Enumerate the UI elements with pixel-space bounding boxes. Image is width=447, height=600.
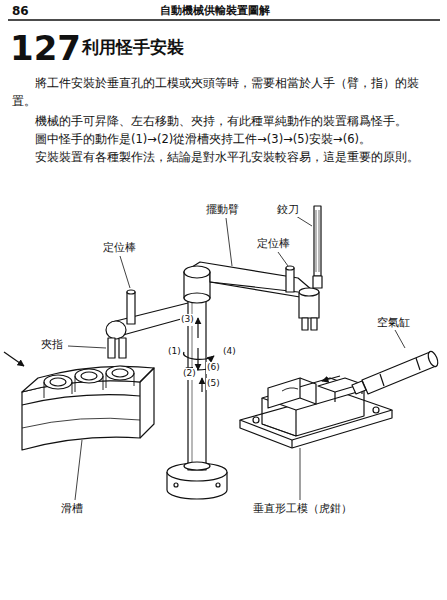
part-label: 垂直形工模（虎鉗） (252, 502, 353, 516)
callout-number: (4) (222, 346, 237, 358)
swing-arm (184, 262, 319, 330)
body-text: 圖中怪手的動作是(1)→(2)從滑槽夾持工件→(3)→(5)安裝→(6)。 (12, 130, 434, 148)
column (167, 292, 227, 499)
callout-number: (6) (206, 362, 221, 374)
page-number: 86 (12, 4, 29, 20)
part-label: 擺動臂 (205, 203, 240, 217)
part-label: 夾指 (40, 338, 64, 352)
section-number: 127 (10, 26, 81, 70)
reamer (313, 206, 322, 288)
callout-number: (3) (180, 314, 195, 326)
page-title: 利用怪手安裝 (82, 36, 184, 58)
body-text: 將工件安裝於垂直孔的工模或夾頭等時，需要相當於人手（臂，指）的裝置。 (12, 74, 434, 110)
callout-number: (1) (167, 346, 182, 358)
body-text: 機械的手可昇降、左右移動、夾持，有此種單純動作的裝置稱爲怪手。 (12, 112, 434, 130)
part-label: 鉸刀 (276, 203, 300, 217)
part-label: 定位棒 (102, 241, 137, 255)
part-label: 定位棒 (256, 237, 291, 251)
running-header: 自動機械供輸裝置圖解 (160, 4, 270, 18)
body-text: 安裝裝置有各種製作法，結論是對水平孔安裝較容易，這是重要的原則。 (12, 148, 434, 166)
air-cylinder (352, 350, 440, 394)
chute (22, 366, 154, 450)
callout-number: (2) (182, 368, 197, 380)
part-label: 空氣缸 (376, 316, 411, 330)
callout-number: (5) (206, 378, 221, 390)
part-label: 滑槽 (60, 502, 84, 516)
